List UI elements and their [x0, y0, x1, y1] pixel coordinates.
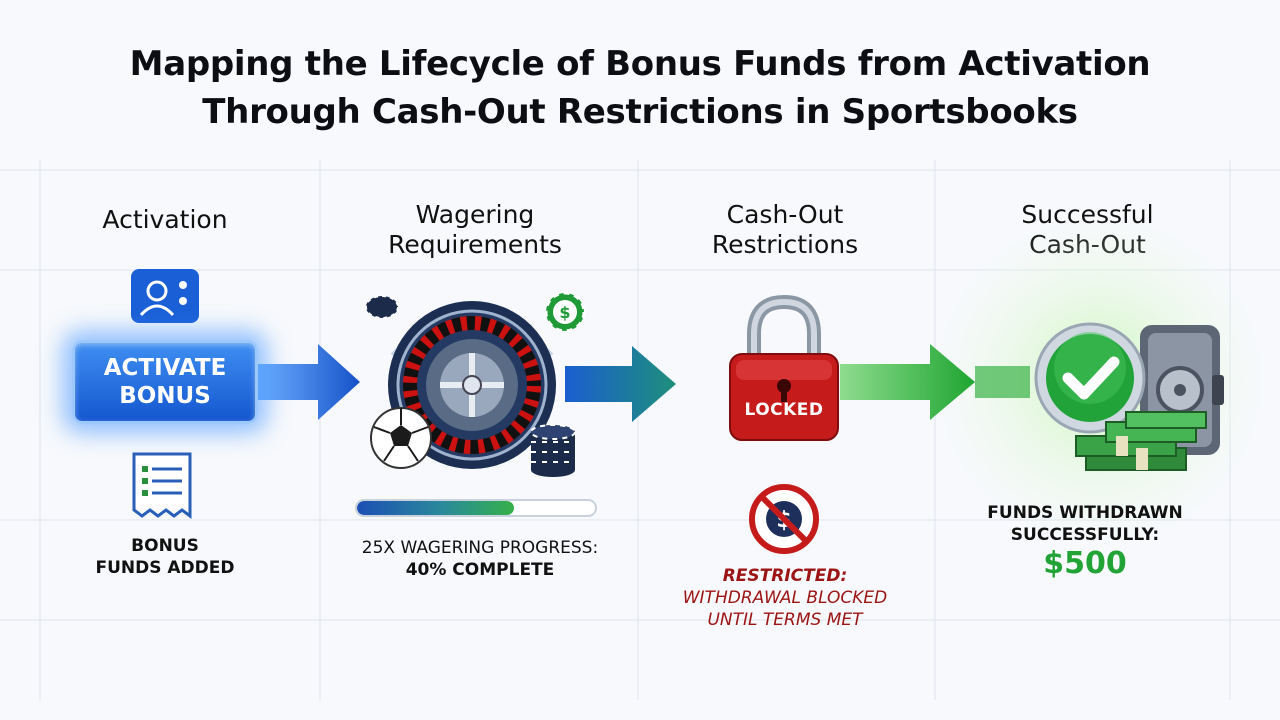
cash-stack-icon	[1075, 411, 1207, 471]
wagering-progress-fill	[357, 501, 515, 515]
heading-cashout: Cash-Out Restrictions	[680, 200, 890, 260]
wagering-progress-bar	[355, 499, 597, 517]
activate-button-line-1: ACTIVATE	[103, 355, 227, 381]
checkmark-icon	[1034, 322, 1146, 434]
bonus-caption-line-2: FUNDS ADDED	[95, 558, 235, 578]
withdrawn-amount: $500	[1043, 546, 1127, 581]
heading-activation: Activation	[60, 205, 270, 235]
heading-wagering-line-2: Requirements	[388, 230, 562, 259]
poker-chips-icon	[530, 424, 576, 477]
heading-wagering-line-1: Wagering	[415, 200, 535, 229]
restricted-caption-line-3: UNTIL TERMS MET	[707, 610, 863, 630]
success-caption-line-1: FUNDS WITHDRAWN	[987, 503, 1183, 523]
svg-text:$: $	[559, 303, 570, 322]
checklist-document-icon	[132, 452, 192, 519]
heading-cashout-line-2: Restrictions	[711, 230, 859, 259]
arrow-3-tail	[975, 366, 1030, 398]
arrow-1	[258, 344, 360, 420]
restricted-caption: RESTRICTED: WITHDRAWAL BLOCKED UNTIL TER…	[665, 565, 905, 631]
activate-bonus-button[interactable]: ACTIVATE BONUS	[72, 340, 258, 424]
heading-wagering: Wagering Requirements	[360, 200, 590, 260]
restricted-caption-line-2: WITHDRAWAL BLOCKED	[682, 588, 888, 608]
bonus-funds-caption: BONUS FUNDS ADDED	[90, 535, 240, 579]
wagering-caption-line-2: 40% COMPLETE	[405, 560, 555, 580]
chip-icon	[365, 295, 399, 319]
restricted-caption-line-1: RESTRICTED:	[722, 566, 848, 586]
wagering-caption: 25x WAGERING PROGRESS: 40% COMPLETE	[340, 537, 620, 581]
success-caption: FUNDS WITHDRAWN SUCCESSFULLY:	[975, 502, 1195, 546]
locked-label: LOCKED	[744, 400, 824, 420]
wagering-caption-line-1: 25x WAGERING PROGRESS:	[361, 538, 599, 558]
success-caption-line-2: SUCCESSFULLY:	[1010, 525, 1160, 545]
dollar-chip-icon: $	[544, 291, 586, 333]
heading-cashout-line-1: Cash-Out	[726, 200, 844, 229]
title-line-1: Mapping the Lifecycle of Bonus Funds fro…	[129, 44, 1151, 84]
title-line-2: Through Cash-Out Restrictions in Sportsb…	[202, 92, 1078, 132]
soccer-ball-icon	[370, 407, 432, 469]
no-dollar-icon: $	[749, 484, 819, 554]
roulette-wheel-icon	[388, 301, 556, 469]
page-title: Mapping the Lifecycle of Bonus Funds fro…	[0, 40, 1280, 136]
heading-activation-text: Activation	[102, 205, 228, 234]
arrow-3	[840, 344, 975, 420]
user-profile-icon	[131, 269, 199, 323]
arrow-2	[565, 346, 676, 422]
activate-button-line-2: BONUS	[119, 383, 211, 409]
bonus-caption-line-1: BONUS	[131, 536, 199, 556]
padlock-icon	[729, 294, 839, 441]
